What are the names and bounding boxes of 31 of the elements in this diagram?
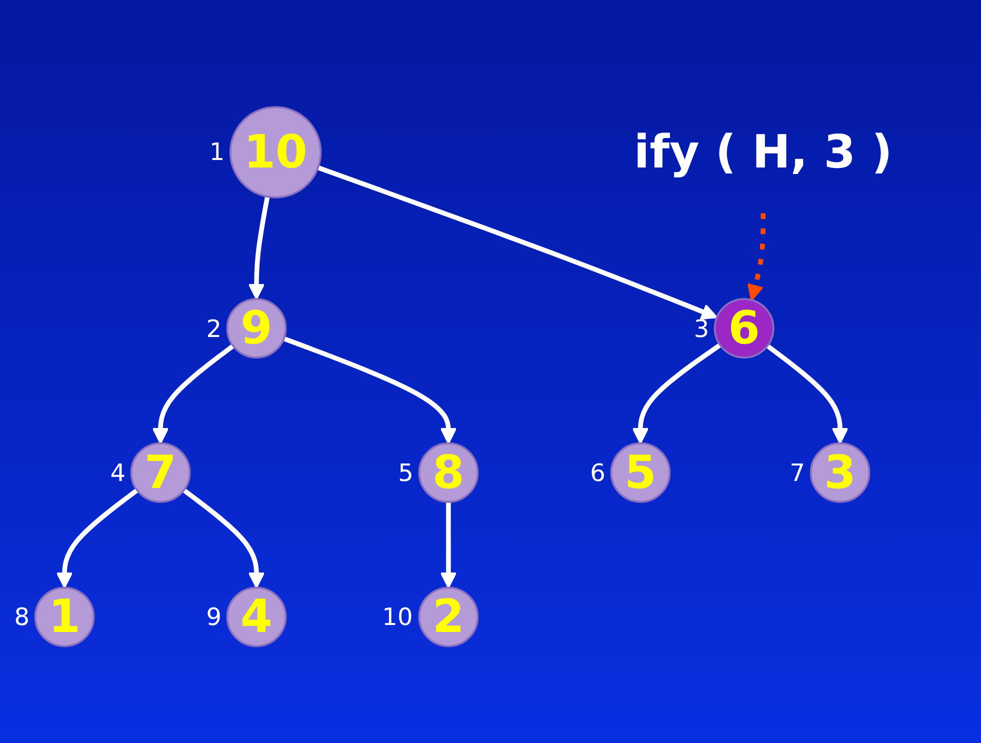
index-label: 2 bbox=[206, 316, 222, 342]
arrow bbox=[182, 488, 265, 589]
index-label: 10 bbox=[382, 604, 413, 631]
arrow bbox=[317, 166, 718, 320]
node-circle bbox=[714, 298, 774, 359]
index-label: 3 bbox=[694, 316, 710, 342]
index-label: 9 bbox=[206, 604, 222, 631]
arrow bbox=[283, 336, 457, 444]
node-circle bbox=[610, 442, 671, 504]
index-label: 8 bbox=[14, 604, 30, 631]
index-label: 4 bbox=[110, 460, 126, 486]
index-label: 6 bbox=[590, 460, 606, 486]
node-text: ify ( H, 3 ) bbox=[634, 126, 892, 180]
node-circle bbox=[418, 442, 479, 504]
arrow bbox=[56, 488, 139, 589]
node-circle bbox=[130, 442, 191, 504]
arrow bbox=[747, 214, 766, 301]
node-circle bbox=[226, 298, 287, 359]
arrow bbox=[632, 343, 722, 444]
arrow bbox=[766, 344, 848, 444]
index-label: 5 bbox=[398, 460, 414, 486]
node-circle bbox=[418, 586, 479, 648]
node-circle bbox=[34, 586, 95, 648]
arrow bbox=[248, 196, 270, 300]
arrow bbox=[440, 502, 457, 589]
node-circle bbox=[810, 442, 870, 504]
index-label: 1 bbox=[209, 139, 225, 166]
index-label: 7 bbox=[790, 460, 806, 486]
node-circle bbox=[229, 106, 322, 199]
node-circle bbox=[226, 586, 287, 648]
arrow bbox=[152, 344, 235, 444]
